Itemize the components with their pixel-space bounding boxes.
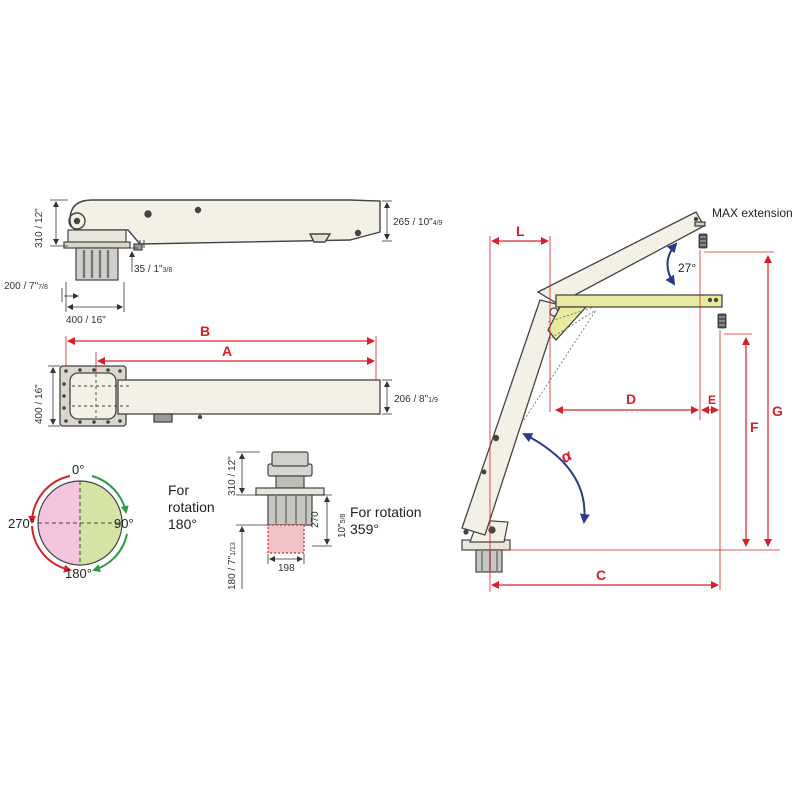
dim-d-label: D <box>626 391 636 407</box>
side-view: 310 / 12" 265 / 10"4/9 35 / 1"3/8 200 / … <box>4 199 443 326</box>
angle-90-label: 90° <box>114 516 134 531</box>
dim-f-label: F <box>750 419 759 435</box>
crane-view: MAX extension 27° L D E F G C α <box>461 206 793 592</box>
crane-boom-raised <box>536 211 706 305</box>
mount-top-height-label: 310 / 12" <box>227 456 238 496</box>
rotation-disk: 0° 90° 180° 270° <box>8 462 134 581</box>
crane-hooks <box>698 233 727 329</box>
rotation-arrow-ccw-top <box>28 475 71 524</box>
side-clearance-label: 35 / 1"3/8 <box>134 264 172 275</box>
swing-angle-arrow <box>522 433 590 524</box>
side-base-offset-label: 200 / 7"7/8 <box>4 281 48 292</box>
crane-dimensions <box>489 236 780 592</box>
mount-mid-height-label: 270 <box>310 511 321 528</box>
rotation-180-note-line-2: rotation <box>168 499 215 515</box>
top-width-right-label: 206 / 8"1/9 <box>394 394 438 405</box>
dim-b-label: B <box>200 323 210 339</box>
mount-mid-height-imperial-label: 10"5/8 <box>337 513 348 538</box>
top-view-bolts <box>62 368 122 424</box>
max-extension-label: MAX extension <box>712 206 793 220</box>
mount-base-width-label: 198 <box>278 563 295 574</box>
dim-a-label: A <box>222 343 232 359</box>
tilt-angle-arrow <box>665 242 678 286</box>
side-height-right-label: 265 / 10"4/9 <box>393 217 443 228</box>
side-view-arm <box>68 199 381 248</box>
top-view-dimensions <box>48 336 392 427</box>
side-view-mount <box>63 229 143 281</box>
mount-bottom-height-label: 180 / 7"1/13 <box>227 542 238 590</box>
rotation-359-note-line-1: For rotation <box>350 504 422 520</box>
side-base-width-label: 400 / 16" <box>66 315 106 326</box>
rotation-180-note-line-1: For <box>168 482 189 498</box>
mount-view: 310 / 12" 180 / 7"1/13 270 10"5/8 198 <box>227 451 348 590</box>
rotation-arrow-ccw-bottom <box>31 525 72 573</box>
dim-l-label: L <box>516 223 525 239</box>
disk-right-half <box>80 481 122 565</box>
side-view-dimensions <box>50 199 392 312</box>
rotation-arrow-cw-top <box>91 475 129 514</box>
crane-boom-horizontal <box>523 294 723 421</box>
mount-dimensions <box>236 451 332 589</box>
dim-c-label: C <box>596 567 606 583</box>
swing-angle-label: α <box>558 447 576 467</box>
angle-270-label: 270° <box>8 516 35 531</box>
dim-g-label: G <box>772 403 783 419</box>
angle-180-label: 180° <box>65 566 92 581</box>
mount-body <box>255 451 325 554</box>
dim-e-label: E <box>708 393 716 407</box>
rotation-359-note: For rotation 359° <box>350 504 422 538</box>
angle-0-label: 0° <box>72 462 84 477</box>
top-view-arm <box>59 365 381 427</box>
crane-mast <box>461 299 561 536</box>
rotation-359-note-line-2: 359° <box>350 521 379 537</box>
rotation-180-note-line-3: 180° <box>168 516 197 532</box>
tilt-angle-label: 27° <box>678 261 696 275</box>
rotation-180-note: For rotation 180° <box>168 482 215 533</box>
rotation-arrow-cw-bottom <box>92 533 128 573</box>
top-view: B A 400 / 16" 206 / 8"1/9 <box>34 323 438 427</box>
side-height-left-label: 310 / 12" <box>34 208 45 248</box>
top-width-left-label: 400 / 16" <box>34 384 45 424</box>
